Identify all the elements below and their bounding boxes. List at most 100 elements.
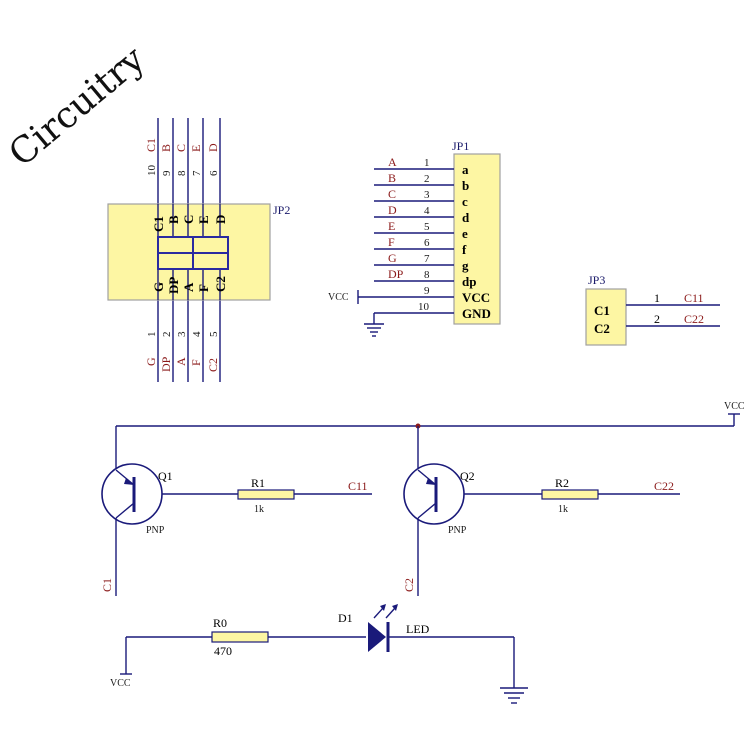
transistor-section: VCC Q1 PNP R1 1k C11 C1 (100, 401, 745, 596)
q1-net-in: C11 (348, 479, 368, 493)
jp1-pin-name-1: a (462, 162, 469, 177)
jp2-inner-top-1: C1 (151, 216, 166, 232)
jp1-net-5: E (388, 219, 395, 233)
d1-label: LED (406, 622, 430, 636)
jp2-inner-bot-1: G (151, 282, 166, 292)
jp1-pin-name-4: d (462, 210, 470, 225)
r1-value: 1k (254, 504, 264, 515)
jp2-inner-top-2: B (166, 215, 181, 224)
jp2-ref: JP2 (273, 203, 290, 217)
d1-ref: D1 (338, 611, 353, 625)
jp1-net-6: F (388, 235, 395, 249)
jp1-pin-name-8: dp (462, 274, 476, 289)
q2-net-in: C22 (654, 479, 674, 493)
jp2-inner-top-4: E (196, 215, 211, 224)
jp2-bot-num-3: 3 (176, 331, 188, 337)
jp2-inner-top-3: C (181, 215, 196, 224)
jp2-bot-num-1: 1 (146, 332, 158, 338)
jp2-top-net-1: C1 (144, 138, 158, 152)
jp1-num-2: 2 (424, 173, 430, 185)
q1-transistor: Q1 PNP R1 1k C11 C1 (100, 426, 372, 596)
jp2-inner-bot-5: C2 (213, 276, 228, 292)
q2-type: PNP (448, 525, 467, 536)
jp2-bot-net-2: DP (159, 356, 173, 372)
q2-transistor: Q2 PNP R2 1k C22 C2 (402, 426, 680, 596)
jp1-body (453, 153, 501, 325)
jp2-inner-bot-3: A (181, 282, 196, 292)
jp3-num-2: 2 (654, 312, 660, 326)
jp1-num-8: 8 (424, 269, 430, 281)
jp2-connector: JP2 10 C1 9 B 8 C 7 E 6 D C1 B C E D G D… (107, 118, 290, 382)
jp1-net-7: G (388, 251, 397, 265)
vcc-rail-label: VCC (724, 401, 745, 412)
jp2-inner-top-5: D (213, 215, 228, 224)
jp3-body (585, 288, 627, 346)
jp1-pin-name-3: c (462, 194, 468, 209)
jp1-pin-name-9: VCC (462, 290, 490, 305)
jp2-top-num-3: 8 (176, 170, 188, 176)
jp1-net-3: C (388, 187, 396, 201)
jp1-num-1: 1 (424, 157, 430, 169)
jp2-top-net-5: D (206, 143, 220, 152)
r2-ref: R2 (555, 476, 569, 490)
watermark-text: Circuitry (1, 38, 153, 175)
r1-resistor (237, 489, 295, 500)
jp3-net-1: C11 (684, 291, 704, 305)
jp2-top-net-2: B (159, 144, 173, 152)
q1-ref: Q1 (158, 469, 173, 483)
r2-resistor (541, 489, 599, 500)
jp2-top-net-3: C (174, 144, 188, 152)
q2-net-out: C2 (402, 578, 416, 592)
jp2-bot-num-2: 2 (161, 332, 173, 338)
jp1-pin-name-2: b (462, 178, 469, 193)
jp2-inner-bot-2: DP (166, 277, 181, 294)
jp1-num-3: 3 (424, 189, 430, 201)
jp3-net-2: C22 (684, 312, 704, 326)
jp2-top-num-1: 10 (146, 165, 158, 177)
jp1-pin-name-5: e (462, 226, 468, 241)
r0-resistor (211, 631, 269, 643)
jp2-top-num-2: 9 (161, 170, 173, 176)
jp2-top-num-4: 7 (191, 170, 203, 176)
jp1-num-4: 4 (424, 205, 430, 217)
jp1-num-5: 5 (424, 221, 430, 233)
led-diode (368, 622, 386, 652)
jp3-connector: JP3 C1 C2 1 2 C11 C22 (585, 273, 720, 346)
r0-ref: R0 (213, 616, 227, 630)
jp2-inner-bot-4: F (196, 284, 211, 292)
jp2-bot-num-4: 4 (191, 331, 203, 337)
r1-ref: R1 (251, 476, 265, 490)
jp3-pin-name-2: C2 (594, 321, 610, 336)
jp2-bot-net-3: A (174, 357, 188, 366)
jp1-num-9: 9 (424, 285, 430, 297)
jp3-num-1: 1 (654, 291, 660, 305)
jp2-bot-net-1: G (144, 357, 158, 366)
jp1-net-2: B (388, 171, 396, 185)
jp1-net-8: DP (388, 267, 404, 281)
jp1-connector: JP1 VCC A B C D E F G DP 1 2 3 4 (328, 139, 501, 337)
jp1-num-6: 6 (424, 237, 430, 249)
jp2-top-num-5: 6 (208, 170, 220, 176)
jp2-top-net-4: E (189, 145, 203, 152)
q2-ref: Q2 (460, 469, 475, 483)
jp2-bot-net-5: C2 (206, 358, 220, 372)
jp1-net-1: A (388, 155, 397, 169)
jp2-bot-net-4: F (189, 359, 203, 366)
jp1-pin-name-6: f (462, 242, 467, 257)
jp2-bot-num-5: 5 (208, 331, 220, 337)
r0-value: 470 (214, 644, 232, 658)
jp1-vcc-label: VCC (328, 292, 349, 303)
r2-value: 1k (558, 504, 568, 515)
led-section: VCC R0 470 D1 LED (110, 604, 528, 704)
q1-net-out: C1 (100, 578, 114, 592)
jp1-pin-name-7: g (462, 258, 469, 273)
jp1-num-10: 10 (418, 301, 430, 313)
jp1-pin-name-10: GND (462, 306, 491, 321)
jp1-ref: JP1 (452, 139, 469, 153)
led-vcc-label: VCC (110, 678, 131, 689)
jp3-pin-name-1: C1 (594, 303, 610, 318)
jp1-net-4: D (388, 203, 397, 217)
jp3-ref: JP3 (588, 273, 605, 287)
q1-type: PNP (146, 525, 165, 536)
